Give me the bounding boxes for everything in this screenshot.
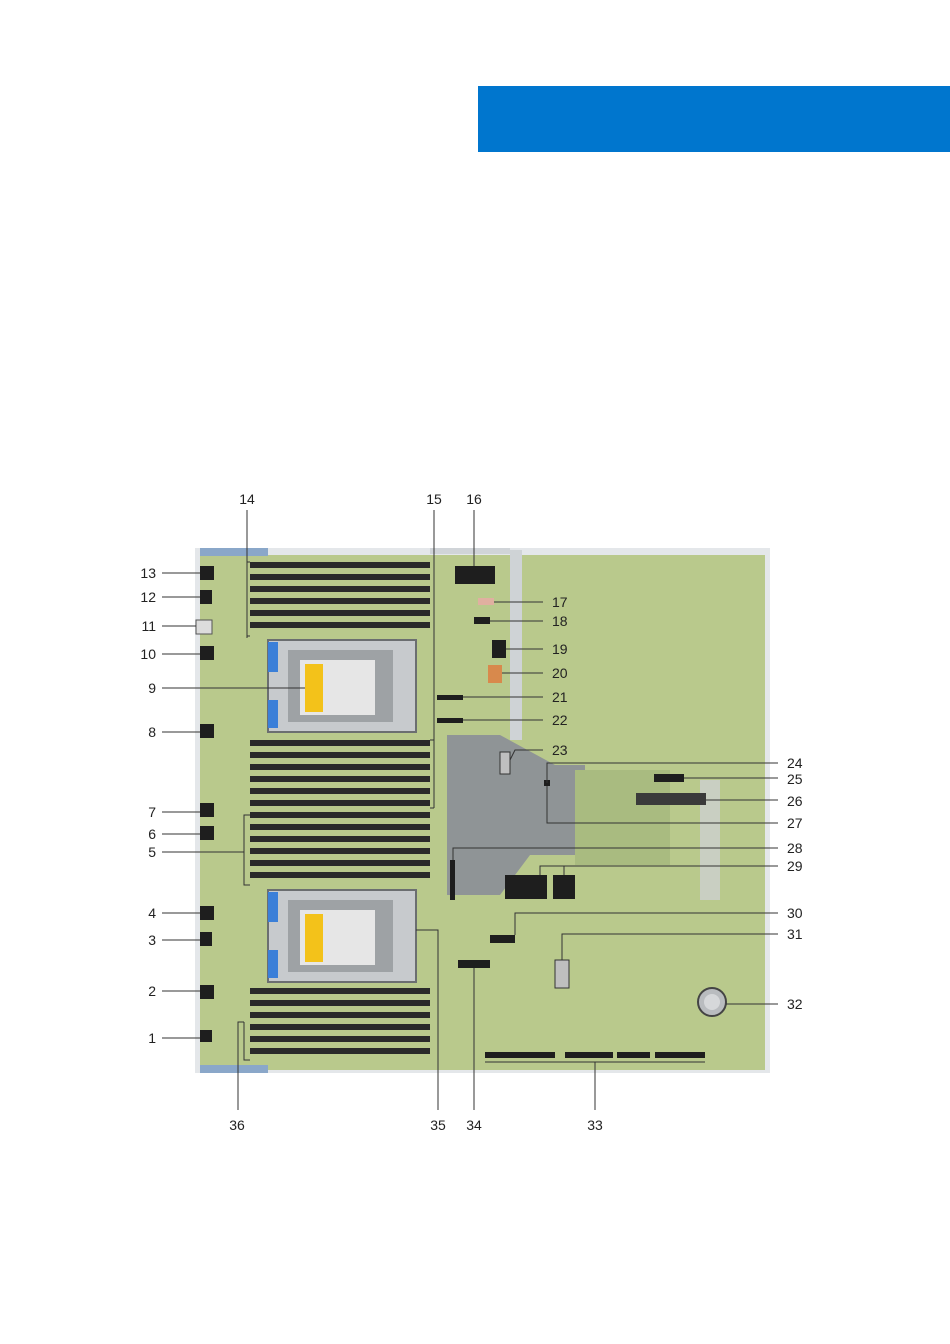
callout-8: 8 bbox=[116, 724, 156, 740]
callout-13: 13 bbox=[116, 565, 156, 581]
callout-9: 9 bbox=[116, 680, 156, 696]
callout-35: 35 bbox=[423, 1117, 453, 1133]
callout-23: 23 bbox=[552, 742, 568, 758]
callout-34: 34 bbox=[459, 1117, 489, 1133]
callout-26: 26 bbox=[787, 793, 803, 809]
callout-12: 12 bbox=[116, 589, 156, 605]
callout-31: 31 bbox=[787, 926, 803, 942]
callout-27: 27 bbox=[787, 815, 803, 831]
callout-20: 20 bbox=[552, 665, 568, 681]
callout-36: 36 bbox=[222, 1117, 252, 1133]
callout-7: 7 bbox=[116, 804, 156, 820]
callout-1: 1 bbox=[116, 1030, 156, 1046]
callout-2: 2 bbox=[116, 983, 156, 999]
callout-21: 21 bbox=[552, 689, 568, 705]
callout-16: 16 bbox=[459, 491, 489, 507]
callout-22: 22 bbox=[552, 712, 568, 728]
callout-3: 3 bbox=[116, 932, 156, 948]
callout-11: 11 bbox=[116, 618, 156, 634]
cpu2-socket bbox=[268, 890, 416, 982]
cpu1-socket bbox=[268, 640, 416, 732]
callout-29: 29 bbox=[787, 858, 803, 874]
callout-30: 30 bbox=[787, 905, 803, 921]
callout-10: 10 bbox=[116, 646, 156, 662]
callout-18: 18 bbox=[552, 613, 568, 629]
callout-19: 19 bbox=[552, 641, 568, 657]
callout-25: 25 bbox=[787, 771, 803, 787]
callout-15: 15 bbox=[419, 491, 449, 507]
callout-5: 5 bbox=[116, 844, 156, 860]
callout-28: 28 bbox=[787, 840, 803, 856]
callout-4: 4 bbox=[116, 905, 156, 921]
callout-32: 32 bbox=[787, 996, 803, 1012]
callout-33: 33 bbox=[580, 1117, 610, 1133]
callout-17: 17 bbox=[552, 594, 568, 610]
coin-cell-battery-icon bbox=[698, 988, 726, 1016]
callout-14: 14 bbox=[232, 491, 262, 507]
callout-6: 6 bbox=[116, 826, 156, 842]
callout-24: 24 bbox=[787, 755, 803, 771]
